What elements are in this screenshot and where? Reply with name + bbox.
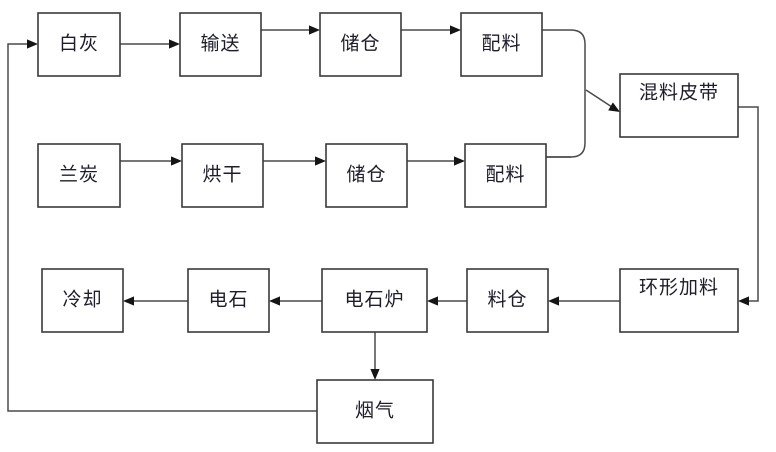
node-box[interactable] [325, 143, 408, 208]
edge-liaocang-to-dianshilu [427, 296, 467, 306]
edge-chucang2-to-peiliao2 [407, 156, 465, 166]
node-box[interactable] [460, 12, 543, 77]
node-box[interactable] [179, 12, 262, 77]
node-label: 混料皮带 [639, 82, 719, 104]
node-box[interactable] [319, 12, 402, 77]
edge-huanxing-to-liaocang [548, 296, 620, 306]
edge-honggan-to-chucang2 [263, 156, 326, 166]
node-label: 冷却 [62, 289, 102, 311]
arrowhead-icon [315, 156, 326, 166]
node-label: 兰炭 [59, 164, 99, 186]
node-label: 输送 [200, 33, 240, 55]
node-label: 白灰 [59, 33, 99, 55]
edge-merge-to-hunliao [585, 89, 620, 112]
node-label: 烘干 [202, 164, 242, 186]
node-chucang1[interactable]: 储仓 [319, 12, 402, 77]
edge-chucang1-to-peiliao1 [401, 25, 461, 35]
edge-lantan-to-honggan [120, 156, 182, 166]
arrowhead-icon [171, 156, 182, 166]
node-box[interactable] [181, 143, 264, 208]
edge-dianshilu-to-yanqi [370, 332, 380, 380]
edge-peiliao1-to-hunliao [542, 29, 586, 158]
node-yanqi[interactable]: 烟气 [316, 379, 434, 444]
node-label: 配料 [481, 33, 521, 55]
arrowhead-icon [738, 296, 749, 306]
node-label: 料仓 [487, 289, 527, 311]
node-label: 烟气 [355, 400, 395, 422]
node-box[interactable] [619, 73, 739, 138]
edges-layer [7, 25, 759, 412]
node-label: 储仓 [340, 33, 380, 55]
node-lengque[interactable]: 冷却 [41, 268, 124, 333]
node-label: 电石炉 [344, 289, 404, 311]
node-shusong[interactable]: 输送 [179, 12, 262, 77]
node-peiliao2[interactable]: 配料 [464, 143, 547, 208]
node-label: 储仓 [346, 164, 386, 186]
node-huanxing[interactable]: 环形加料 [619, 268, 739, 333]
arrowhead-icon [427, 296, 438, 306]
arrowhead-icon [269, 296, 280, 306]
node-box[interactable] [321, 268, 428, 333]
edge-dianshi-to-lengque [123, 296, 188, 306]
node-box[interactable] [37, 12, 121, 77]
node-chucang2[interactable]: 储仓 [325, 143, 408, 208]
edge-line [7, 43, 317, 412]
node-dianshilu[interactable]: 电石炉 [321, 268, 428, 333]
edge-dianshilu-to-dianshi [269, 296, 322, 306]
edge-line [738, 106, 759, 302]
node-box[interactable] [316, 379, 434, 444]
nodes-layer: 白灰输送储仓配料混料皮带兰炭烘干储仓配料环形加料冷却电石电石炉料仓烟气 [37, 12, 739, 444]
node-box[interactable] [466, 268, 549, 333]
node-baihui[interactable]: 白灰 [37, 12, 121, 77]
arrowhead-icon [370, 369, 380, 380]
node-liaocang[interactable]: 料仓 [466, 268, 549, 333]
arrowhead-icon [123, 296, 134, 306]
node-label: 配料 [485, 164, 525, 186]
node-box[interactable] [464, 143, 547, 208]
node-honggan[interactable]: 烘干 [181, 143, 264, 208]
node-label: 电石 [208, 289, 248, 311]
edge-line [542, 29, 586, 158]
node-hunliao[interactable]: 混料皮带 [619, 73, 739, 138]
node-box[interactable] [37, 143, 121, 208]
node-box[interactable] [619, 268, 739, 333]
edge-baihui-to-shusong [120, 39, 180, 49]
edge-yanqi-to-baihui [7, 39, 317, 412]
arrowhead-icon [608, 102, 620, 112]
node-label: 环形加料 [639, 277, 719, 299]
node-lantan[interactable]: 兰炭 [37, 143, 121, 208]
node-dianshi[interactable]: 电石 [187, 268, 270, 333]
node-box[interactable] [41, 268, 124, 333]
arrowhead-icon [309, 25, 320, 35]
arrowhead-icon [454, 156, 465, 166]
arrowhead-icon [27, 39, 38, 49]
arrowhead-icon [169, 39, 180, 49]
edge-shusong-to-chucang1 [261, 25, 320, 35]
node-peiliao1[interactable]: 配料 [460, 12, 543, 77]
edge-line [585, 89, 613, 108]
arrowhead-icon [450, 25, 461, 35]
arrowhead-icon [548, 296, 559, 306]
edge-hunliao-to-huanxing [738, 106, 759, 306]
node-box[interactable] [187, 268, 270, 333]
